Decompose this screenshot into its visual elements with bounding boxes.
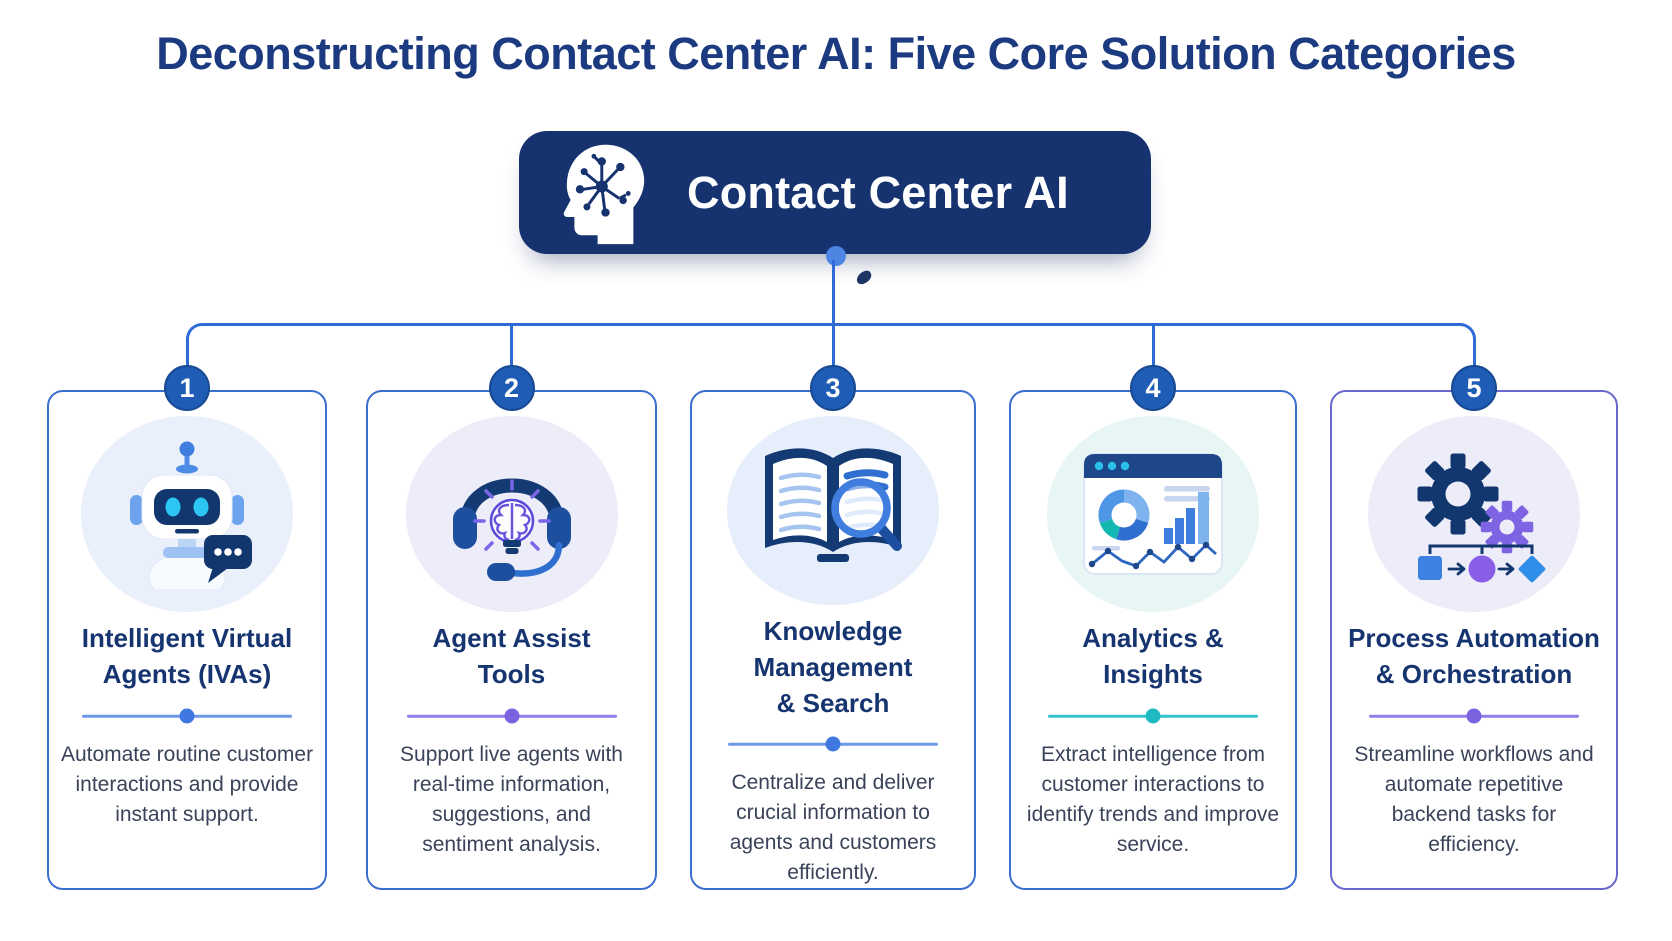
card-4-title-line-1: Analytics & [1082, 623, 1224, 653]
card-2-icon-circle [405, 416, 618, 612]
book-search-icon [765, 448, 902, 563]
card-2-divider [406, 708, 617, 724]
card-5-icon-circle [1368, 416, 1580, 612]
card-2-title-line-1: Agent Assist [432, 623, 591, 653]
card-knowledge-management-search: Knowledge Management & Search Centralize… [690, 390, 976, 890]
connector-dot [826, 246, 846, 266]
badge-2: 2 [488, 365, 535, 411]
card-1-divider [82, 708, 292, 724]
card-4-divider [1048, 708, 1258, 724]
page-title: Deconstructing Contact Center AI: Five C… [156, 28, 1516, 79]
head-brain-icon [563, 144, 645, 244]
card-4-description: Extract intelligence from customer inter… [1026, 743, 1280, 856]
card-5-title: Process Automation & Orchestration [1348, 620, 1600, 692]
card-1-icon-circle [81, 416, 293, 612]
badge-5: 5 [1451, 365, 1497, 411]
card-2-description: Support live agents with real-time infor… [400, 743, 623, 856]
card-3-divider [728, 736, 938, 752]
robot-chat-icon [130, 441, 252, 589]
badge-1: 1 [164, 365, 210, 411]
badge-4: 4 [1130, 365, 1176, 411]
connector-bridge [185, 323, 1476, 367]
card-1-title-line-2: Agents (IVAs) [102, 659, 272, 689]
card-1-description: Automate routine customer interactions a… [60, 743, 314, 826]
connector-stem [831, 260, 835, 367]
card-3-icon-circle [727, 416, 939, 605]
ink-smudge-artifact [854, 268, 874, 287]
card-1-title-line-1: Intelligent Virtual [81, 623, 293, 653]
card-4-title: Analytics & Insights [1082, 620, 1224, 692]
card-5-description: Streamline workflows and automate repeti… [1354, 743, 1594, 856]
card-2-title: Agent Assist Tools [433, 620, 591, 692]
dashboard-charts-icon [1083, 453, 1223, 575]
card-agent-assist-tools: Agent Assist Tools Support live agents w… [366, 390, 657, 890]
card-4-title-line-2: Insights [1103, 659, 1203, 689]
card-3-title-line-1: Knowledge Management [753, 615, 913, 682]
gears-workflow-icon [1417, 453, 1546, 583]
card-3-title: Knowledge Management & Search [692, 613, 974, 721]
card-5-title-line-1: Process Automation [1348, 623, 1600, 653]
card-analytics-insights: Analytics & Insights Extract intelligenc… [1009, 390, 1297, 890]
headset-lightbulb-icon [452, 478, 571, 581]
connector-drop-2 [510, 323, 513, 367]
card-5-title-line-2: & Orchestration [1375, 659, 1573, 689]
banner-label: Contact Center AI [687, 166, 1069, 218]
badge-3: 3 [810, 365, 856, 411]
card-3-title-line-2: & Search [776, 687, 890, 718]
card-3-description: Centralize and deliver crucial informati… [729, 771, 937, 884]
card-intelligent-virtual-agents: Intelligent Virtual Agents (IVAs) Automa… [47, 390, 327, 890]
card-5-divider [1369, 708, 1579, 724]
connector-drop-4 [1151, 323, 1155, 367]
card-process-automation-orchestration: Process Automation & Orchestration Strea… [1330, 390, 1618, 890]
card-4-icon-circle [1047, 416, 1259, 612]
card-2-title-line-2: Tools [477, 659, 546, 689]
contact-center-ai-banner: Contact Center AI [519, 131, 1151, 254]
card-1-title: Intelligent Virtual Agents (IVAs) [82, 620, 292, 692]
